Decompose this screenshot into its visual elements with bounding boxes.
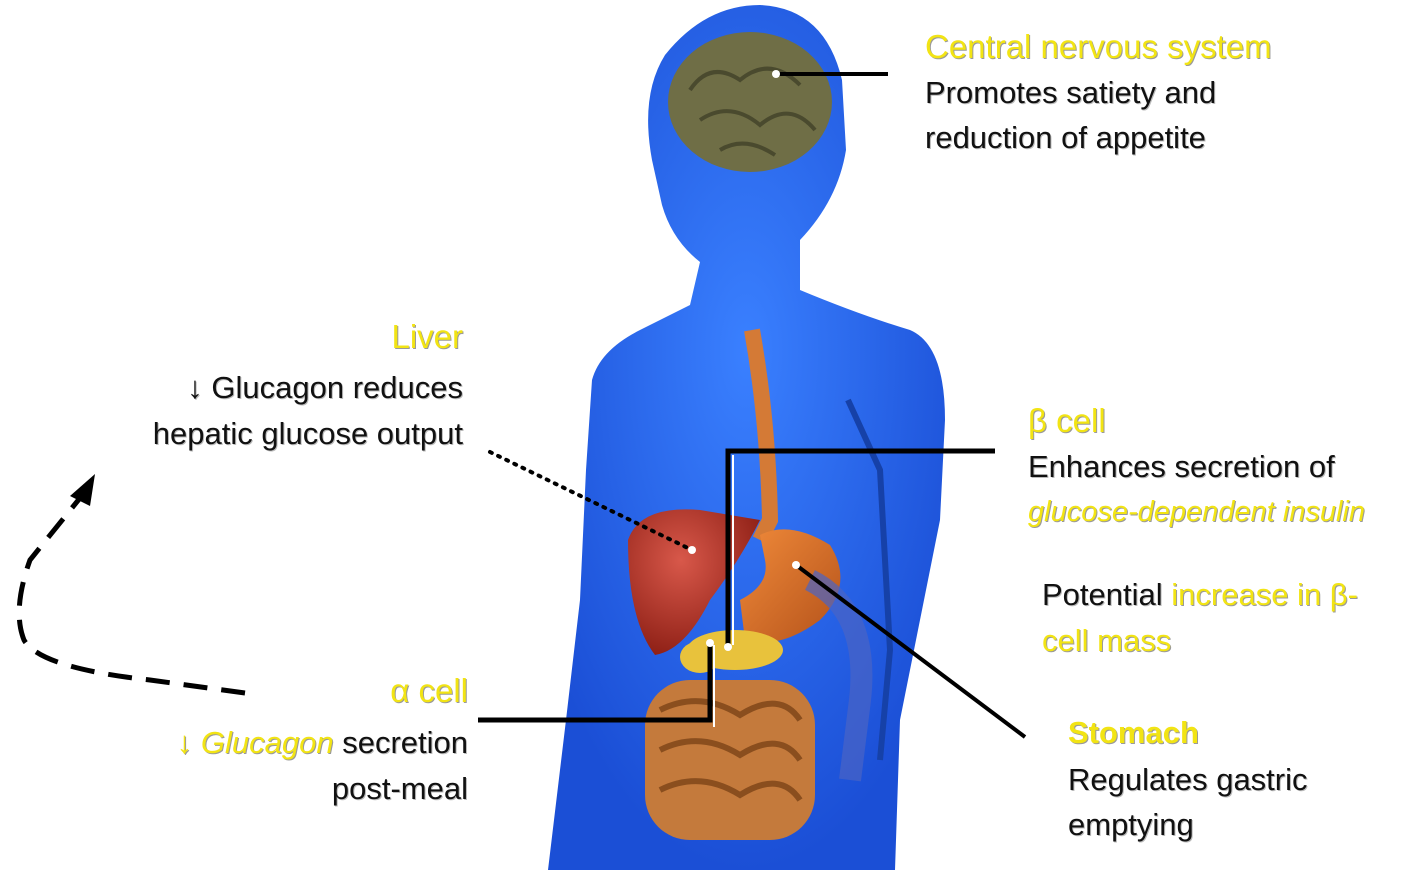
beta-leader-dot <box>724 643 732 651</box>
potential-text: Potential <box>1042 577 1163 612</box>
cns-title: Central nervous system <box>925 24 1272 70</box>
secretion-text: secretion <box>342 725 468 760</box>
feedback-dashed-arrow <box>19 498 245 693</box>
down-arrow-icon: ↓ <box>177 725 193 760</box>
liver-desc-line1: ↓ Glucagon reduces <box>187 365 463 411</box>
down-arrow-icon: ↓ <box>187 370 203 405</box>
liver-desc-text: Glucagon reduces <box>211 370 463 405</box>
liver-title: Liver <box>391 314 463 360</box>
stomach-leader-dot <box>792 561 800 569</box>
liver-desc-line2: hepatic glucose output <box>153 411 463 457</box>
brain-illustration <box>668 32 832 172</box>
stomach-desc-line1: Regulates gastric <box>1068 757 1308 803</box>
increase-text: increase in β- <box>1171 577 1358 612</box>
feedback-arrowhead-icon <box>70 474 95 506</box>
glucagon-text: Glucagon <box>201 725 334 760</box>
cns-desc-line2: reduction of appetite <box>925 115 1206 161</box>
beta-cell-desc-line1: Enhances secretion of <box>1028 444 1335 490</box>
beta-cell-potential-line1: Potential increase in β- <box>1042 572 1358 618</box>
stomach-desc-line2: emptying <box>1068 802 1194 848</box>
alpha-leader-dot <box>706 639 714 647</box>
alpha-cell-desc-line1: ↓ Glucagon secretion <box>177 720 468 766</box>
liver-leader-dot <box>688 546 696 554</box>
cns-desc-line1: Promotes satiety and <box>925 70 1216 116</box>
alpha-cell-title: α cell <box>390 668 468 714</box>
cns-leader-dot <box>772 70 780 78</box>
stomach-title: Stomach <box>1068 710 1199 756</box>
alpha-cell-desc-line2: post-meal <box>332 766 468 812</box>
beta-cell-title: β cell <box>1028 398 1106 444</box>
beta-cell-potential-line2: cell mass <box>1042 618 1171 664</box>
beta-cell-desc-line2: glucose-dependent insulin <box>1028 489 1365 535</box>
